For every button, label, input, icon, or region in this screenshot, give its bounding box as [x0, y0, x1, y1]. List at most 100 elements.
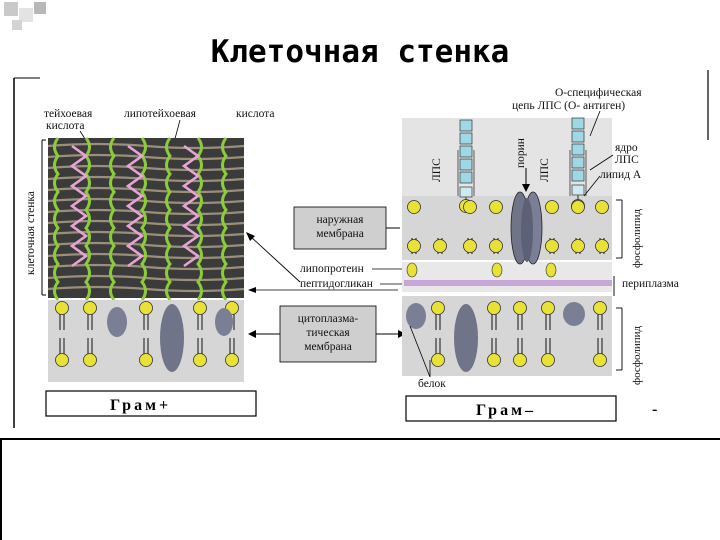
page-title: Клеточная стенка: [210, 34, 510, 70]
lipid-head: [595, 239, 609, 253]
glycan-strand: [47, 153, 245, 161]
membrane-protein: [406, 303, 426, 329]
lipid-head: [513, 301, 527, 315]
lipoteichoic-label: липотейхоевая: [124, 108, 197, 120]
o-specific-label-2: цепь ЛПС (О- антиген): [512, 100, 625, 112]
teichoic-acid: [53, 137, 60, 301]
lipid-head: [431, 353, 445, 367]
lps-sugar-unit: [459, 171, 473, 184]
glycan-strand: [47, 186, 245, 194]
lipid-head: [433, 239, 447, 253]
teichoic-acid-chains: [53, 137, 228, 301]
membrane-protein: [454, 304, 478, 372]
core-label-2: ЛПС: [615, 154, 639, 166]
phospholipid-label-2: фосфолипид: [631, 325, 643, 385]
teichoic-acid: [221, 137, 228, 301]
teichoic-acid: [140, 137, 147, 301]
lipoprotein: [545, 262, 557, 278]
lipid-head: [487, 301, 501, 315]
cell-wall-diagram: клеточная стенка тейхоевая липотейхоевая…: [13, 70, 709, 428]
teichoic-acid: [84, 137, 91, 301]
lipoteichoic-acid: [181, 144, 201, 268]
bottom-rule: [0, 438, 720, 440]
lipoteichoic-acid: [69, 144, 89, 268]
gram-negative-panel: ЛПС ЛПС порин О-специфическая цепь ЛПС (…: [402, 87, 679, 422]
lipid-head: [593, 353, 607, 367]
lipid-head: [513, 353, 527, 367]
lipid-head: [463, 239, 477, 253]
peptidoglycan-label: пептидогликан: [300, 278, 373, 290]
lipoprotein: [406, 262, 418, 278]
lipoteichoic-acid: [125, 144, 145, 268]
peptidoglycan-thin-layer: [404, 280, 612, 286]
outer-membrane-label-1: наружная: [317, 214, 365, 226]
lipid-head: [545, 239, 559, 253]
center-labels: наружная мембрана липопротеин пептидогли…: [246, 206, 406, 363]
gram-positive-panel: клеточная стенка тейхоевая липотейхоевая…: [25, 108, 274, 417]
lps-chains: [457, 117, 587, 213]
empty-content-area: [2, 440, 720, 540]
membrane-lipids-left: [55, 301, 239, 367]
lipid-head: [593, 301, 607, 315]
periplasm-region: [402, 262, 612, 292]
lipoprotein-label: липопротеин: [300, 263, 364, 275]
lipid-head: [193, 301, 207, 315]
lipid-head: [193, 353, 207, 367]
lipoprotein: [491, 262, 503, 278]
porin-protein: [521, 198, 533, 262]
lipid-head: [83, 301, 97, 315]
membrane-protein: [563, 302, 585, 326]
lipid-head: [545, 200, 559, 214]
lps-label-1: ЛПС: [431, 158, 443, 182]
bottom-left-rule: [0, 438, 2, 540]
cytoplasmic-label-1: цитоплазма-: [298, 313, 359, 325]
acid-label-2: кислота: [46, 120, 84, 132]
cytoplasmic-label-2: тическая: [306, 327, 350, 339]
gram-negative-label: Грам–: [476, 402, 536, 419]
membrane-protein: [160, 304, 184, 372]
phospholipid-label-1: фосфолипид: [631, 208, 643, 268]
lipid-a-label: липид А: [600, 169, 642, 181]
lps-sugar-unit: [571, 117, 585, 130]
membrane-protein: [107, 307, 127, 337]
cytoplasmic-label-3: мембрана: [304, 341, 352, 353]
lipid-head: [55, 353, 69, 367]
lipid-head: [571, 200, 585, 214]
lps-sugar-unit: [571, 156, 585, 169]
lipid-head: [407, 239, 421, 253]
teichoic-label: тейхоевая: [44, 108, 93, 120]
gram-negative-box: [405, 395, 617, 422]
lipid-head: [541, 301, 555, 315]
lipid-head: [489, 239, 503, 253]
o-specific-label-1: О-специфическая: [555, 87, 642, 99]
lps-sugar-unit: [571, 130, 585, 143]
lps-sugar-unit: [459, 158, 473, 171]
acid-label: кислота: [236, 108, 274, 120]
lipid-head: [463, 200, 477, 214]
periplasm-label: периплазма: [622, 278, 679, 290]
porin-label: порин: [515, 138, 527, 168]
membrane-lipids-right: [407, 200, 609, 367]
lps-sugar-unit: [571, 143, 585, 156]
lipid-head: [595, 200, 609, 214]
slide-decoration: [0, 0, 60, 40]
lipid-head: [55, 301, 69, 315]
lipid-head: [487, 353, 501, 367]
teichoic-acid: [109, 137, 116, 301]
lps-label-2: ЛПС: [539, 158, 551, 182]
lipid-head: [83, 353, 97, 367]
core-label-1: ядро: [615, 142, 638, 154]
lipid-head: [489, 200, 503, 214]
lipid-head: [541, 353, 555, 367]
teichoic-acid: [165, 137, 172, 301]
teichoic-acid: [196, 137, 203, 301]
lps-core: [459, 186, 473, 198]
outer-membrane-label-2: мембрана: [316, 228, 364, 240]
lipid-head: [431, 301, 445, 315]
gram-positive-label: Грам+: [110, 397, 171, 414]
lipid-head: [139, 353, 153, 367]
lipid-head: [407, 200, 421, 214]
membrane-protein: [215, 308, 233, 336]
lipid-head: [139, 301, 153, 315]
cell-wall-side-label: клеточная стенка: [25, 191, 37, 275]
